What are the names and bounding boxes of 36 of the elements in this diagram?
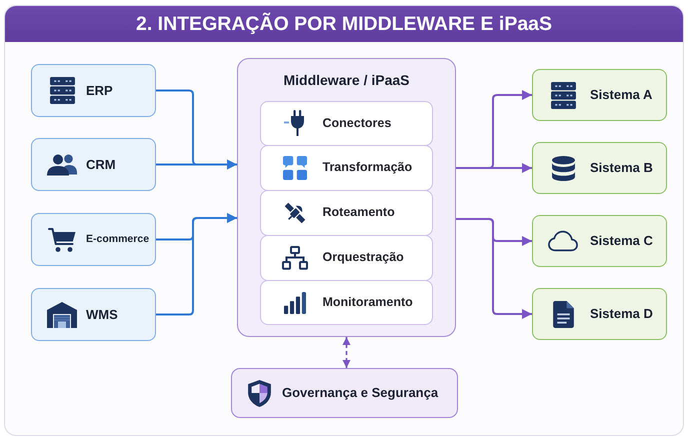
system-label: Sistema C <box>590 233 653 249</box>
platform-title: Middleware / iPaaS <box>283 72 410 89</box>
source-system-box <box>31 288 156 341</box>
source-system-box <box>31 213 156 266</box>
system-label: Sistema A <box>590 87 652 103</box>
module-box <box>260 235 432 280</box>
target-system-box <box>532 215 667 267</box>
module-label: Monitoramento <box>322 295 413 310</box>
arrow <box>156 160 237 170</box>
title-banner: 2. INTEGRAÇÃO POR MIDDLEWARE E iPaaS <box>5 6 683 42</box>
target-system-box <box>532 69 667 121</box>
module-box <box>260 280 432 325</box>
module-box <box>260 145 432 190</box>
arrow <box>456 163 532 173</box>
governance-label: Governança e Segurança <box>282 385 438 401</box>
module-label: Roteamento <box>322 205 395 220</box>
platform-container <box>237 58 456 337</box>
system-label: Sistema D <box>590 306 653 322</box>
system-label: WMS <box>86 306 118 322</box>
source-system-box <box>31 138 156 191</box>
governance-box <box>231 368 458 418</box>
module-box <box>260 100 432 146</box>
dashed-double-arrow <box>342 337 350 368</box>
system-label: CRM <box>86 156 116 172</box>
arrow <box>156 213 237 316</box>
target-system-box <box>532 288 667 340</box>
source-system-box <box>31 64 156 117</box>
module-label: Orquestração <box>322 250 404 266</box>
system-label: ERP <box>86 82 113 98</box>
module-label: Conectores <box>322 116 392 130</box>
arrow <box>456 218 532 319</box>
system-label: E-commerce <box>86 233 150 246</box>
target-system-box <box>532 142 667 194</box>
module-box <box>260 190 432 236</box>
system-label: Sistema B <box>590 160 653 176</box>
module-label: Transformação <box>322 160 412 176</box>
